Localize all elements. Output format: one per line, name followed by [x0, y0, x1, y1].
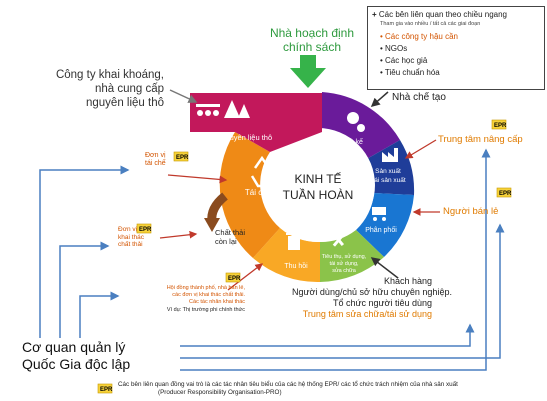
legend-item: • Tiêu chuẩn hóa [380, 68, 440, 77]
collectors-label: Hội đồng thành phố, nhà bán lẻ,các đơn v… [166, 285, 245, 313]
upgrade-center-label: Trung tâm nâng cấp [438, 134, 523, 145]
label-collection: Thu hồi [284, 261, 308, 270]
center-title-2: TUẦN HOÀN [283, 187, 354, 202]
legend-list: • Các công ty hậu cần • NGOs • Các học g… [380, 31, 458, 79]
segment-raw-material [190, 93, 322, 152]
legend-item: • Các học giả [380, 56, 428, 65]
svg-text:EPR: EPR [100, 387, 113, 393]
cart-icon [372, 207, 386, 221]
legend-title: + Các bên liên quan theo chiều ngang [372, 10, 508, 19]
footnote: Các bên liên quan đồng vai trò là các tá… [118, 381, 458, 396]
gears-icon [347, 112, 365, 132]
segment-collection [253, 228, 320, 283]
label-consumption-3: sửa chữa [332, 267, 357, 274]
svg-text:EPR: EPR [499, 191, 512, 197]
trees-icon [224, 100, 250, 118]
manufacturer-label: Nhà chế tạo [392, 92, 446, 103]
segment-production [365, 140, 415, 195]
legend-item: • Các công ty hậu cần [380, 32, 458, 41]
tools-icon [332, 233, 345, 247]
legend-item: • NGOs [380, 44, 408, 53]
svg-text:EPR: EPR [139, 227, 152, 233]
horizontal-stakeholders-legend: + Các bên liên quan theo chiều ngang Tha… [367, 6, 545, 90]
svg-text:EPR: EPR [228, 276, 241, 282]
recycle-icon [250, 155, 275, 188]
svg-text:EPR: EPR [494, 123, 507, 129]
label-raw: Nguyên liệu thô [220, 133, 272, 142]
label-distribution: Phân phối [365, 225, 397, 234]
water-drops-icon [196, 104, 220, 116]
authority-links [39, 148, 505, 371]
retailer-label: Người bán lẻ [443, 206, 499, 217]
label-consumption-2: tái sử dụng, [329, 260, 359, 267]
svg-text:EPR: EPR [176, 155, 189, 161]
factory-icon [382, 148, 398, 162]
segment-recycle [219, 132, 280, 258]
legend-subtitle: Tham gia vào nhiều / tất cả các giai đoạ… [380, 21, 481, 27]
segment-distribution [356, 193, 414, 257]
label-design: Thiết kế [338, 137, 363, 146]
center-title-1: KINH TẾ [294, 171, 341, 186]
label-production-2: Tái sản xuất [370, 175, 406, 184]
label-recycle: Tái chế [245, 188, 272, 197]
bin-icon [286, 233, 302, 250]
label-production-1: Sản xuất [375, 166, 401, 175]
planner-arrow [290, 55, 326, 88]
label-consumption-1: Tiêu thụ, sử dụng, [322, 253, 367, 260]
